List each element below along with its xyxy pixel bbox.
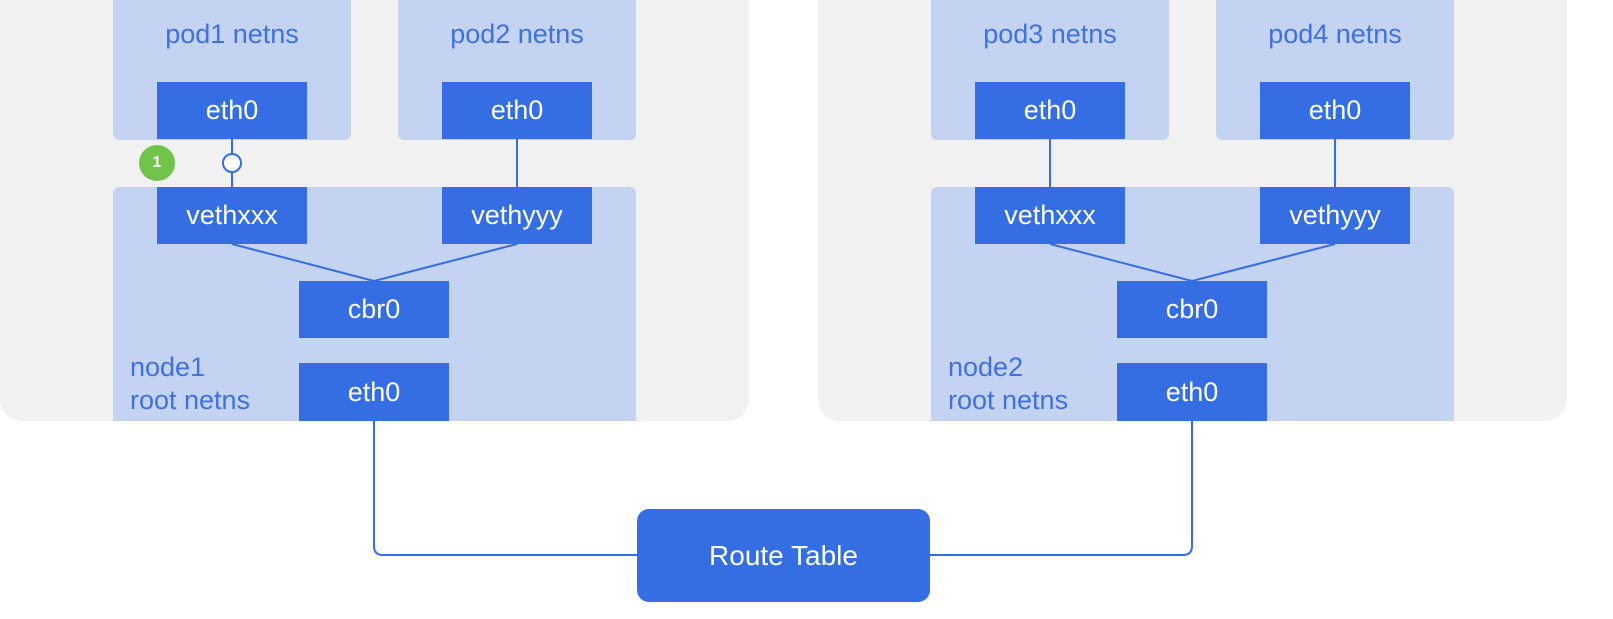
node2-cbr0: cbr0 [1117, 281, 1267, 338]
pod4-eth0: eth0 [1260, 82, 1410, 139]
node1-root-label-line1: node1 [130, 352, 206, 382]
pod3-netns-label: pod3 netns [983, 19, 1117, 49]
node1-vethxxx: vethxxx [157, 187, 307, 244]
node2-eth0: eth0 [1117, 363, 1267, 421]
pod1-netns-label: pod1 netns [165, 19, 299, 49]
node1-cbr0: cbr0 [299, 281, 449, 338]
pod4-netns-label: pod4 netns [1268, 19, 1402, 49]
node2-vethyyy: vethyyy [1260, 187, 1410, 244]
node2-root-label-line1: node2 [948, 352, 1024, 382]
node2-root-label-line2: root netns [948, 385, 1069, 415]
pod2-eth0: eth0 [442, 82, 592, 139]
route-table: Route Table [637, 509, 930, 602]
step-1-badge: 1 [139, 145, 175, 181]
node1-vethyyy: vethyyy [442, 187, 592, 244]
pod2-netns-label: pod2 netns [450, 19, 584, 49]
pod3-eth0: eth0 [975, 82, 1125, 139]
node1-eth0: eth0 [299, 363, 449, 421]
packet-marker-circle [222, 153, 242, 173]
pod1-eth0: eth0 [157, 82, 307, 139]
node2-vethxxx: vethxxx [975, 187, 1125, 244]
node1-root-label-line2: root netns [130, 385, 251, 415]
